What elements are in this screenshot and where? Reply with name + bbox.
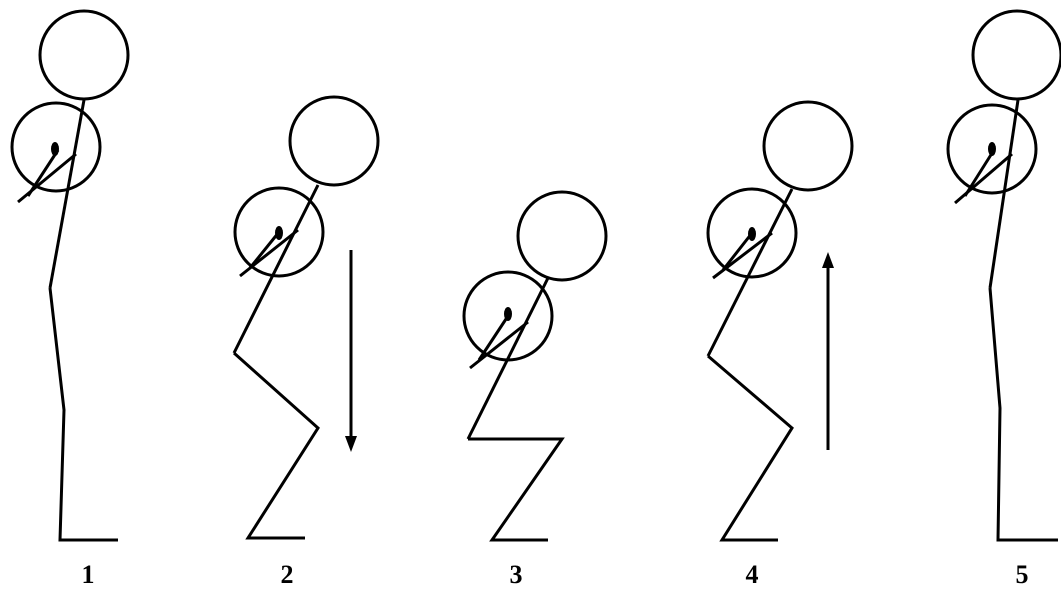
figure-step-4 xyxy=(708,102,852,540)
barbell-plate-upper xyxy=(290,97,378,185)
step-label-4: 4 xyxy=(732,560,772,590)
barbell-plate-upper xyxy=(973,11,1061,99)
legs-line xyxy=(234,353,318,538)
forearm-line xyxy=(479,316,508,360)
arm-line xyxy=(713,233,772,278)
barbell-plate-upper xyxy=(518,192,606,280)
arm-line xyxy=(240,230,298,276)
hand-dot xyxy=(504,307,512,321)
barbell-plate-upper xyxy=(40,11,128,99)
legs-line xyxy=(468,439,562,540)
figure-step-1 xyxy=(12,11,128,540)
down-arrow xyxy=(345,250,357,452)
figure-step-2 xyxy=(234,97,378,538)
hand-dot xyxy=(51,142,59,156)
legs-line xyxy=(708,356,792,540)
step-label-1: 1 xyxy=(68,560,108,590)
legs-line xyxy=(990,288,1058,540)
hand-dot xyxy=(988,142,996,156)
figure-step-3 xyxy=(464,192,606,540)
hand-dot xyxy=(748,227,756,241)
barbell-plate-upper xyxy=(764,102,852,190)
step-label-5: 5 xyxy=(1002,560,1042,590)
up-arrow xyxy=(822,252,834,450)
figure-step-5 xyxy=(948,11,1061,540)
step-label-2: 2 xyxy=(267,560,307,590)
step-label-3: 3 xyxy=(496,560,536,590)
legs-line xyxy=(50,288,118,540)
hand-dot xyxy=(275,226,283,240)
torso-line xyxy=(50,100,84,288)
